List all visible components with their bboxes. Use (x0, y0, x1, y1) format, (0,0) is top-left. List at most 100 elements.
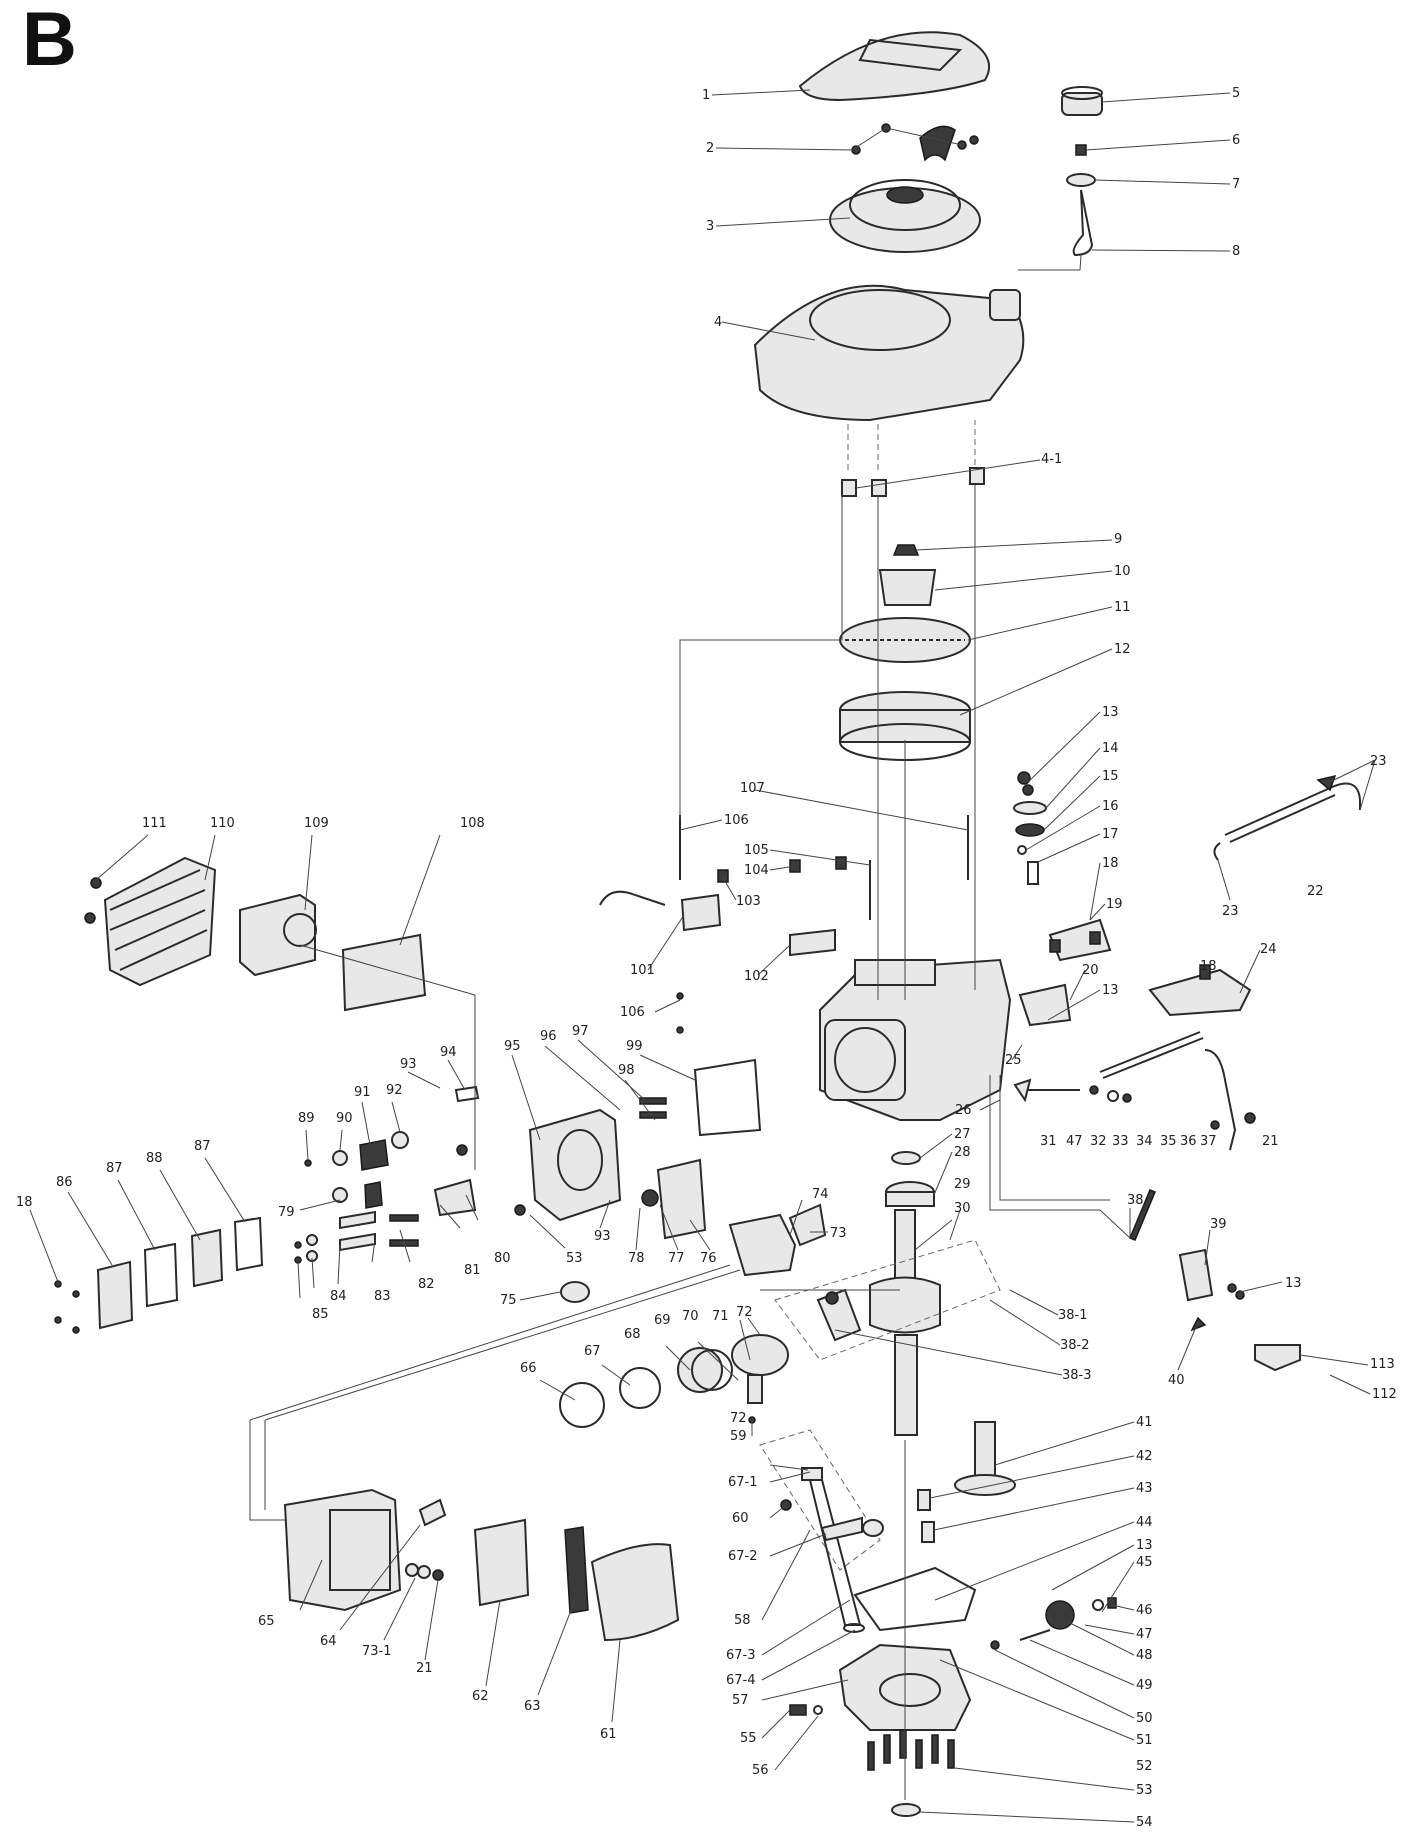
governor-plate-part (1148, 964, 1252, 1017)
tappet-parts (917, 1489, 935, 1543)
label-94: 94 (440, 1045, 457, 1060)
label-4-1: 4-1 (1041, 452, 1062, 467)
label-82: 82 (418, 1277, 435, 1292)
label-7: 7 (1232, 177, 1240, 192)
label-36: 36 (1180, 1134, 1197, 1149)
label-13-c: 13 (1285, 1276, 1302, 1291)
crankshaft-part (869, 1209, 941, 1436)
label-81: 81 (464, 1263, 481, 1278)
label-47-b: 47 (1136, 1627, 1153, 1642)
label-72-a: 72 (736, 1305, 753, 1320)
label-23-b: 23 (1222, 904, 1239, 919)
label-42: 42 (1136, 1449, 1153, 1464)
label-50: 50 (1136, 1711, 1153, 1726)
label-32: 32 (1090, 1134, 1107, 1149)
recoil-starter-part (829, 179, 981, 253)
label-51: 51 (1136, 1733, 1153, 1748)
label-73-1: 73-1 (362, 1644, 392, 1659)
flywheel-stack-parts (839, 544, 971, 761)
label-13-a: 13 (1102, 705, 1119, 720)
fuel-cap-parts (1061, 86, 1103, 257)
label-109: 109 (304, 816, 329, 831)
crankcase-block-part (819, 958, 1012, 1121)
head-gasket-part (693, 1058, 762, 1137)
label-13-b: 13 (1102, 983, 1119, 998)
label-2: 2 (706, 141, 714, 156)
label-21-a: 21 (1262, 1134, 1279, 1149)
fan-shroud-part (753, 254, 1082, 422)
drain-plug-parts (789, 1704, 823, 1716)
label-107: 107 (740, 781, 765, 796)
label-70: 70 (682, 1309, 699, 1324)
label-19: 19 (1106, 897, 1123, 912)
label-57: 57 (732, 1693, 749, 1708)
label-12: 12 (1114, 642, 1131, 657)
label-17: 17 (1102, 827, 1119, 842)
label-30: 30 (954, 1201, 971, 1216)
label-86: 86 (56, 1175, 73, 1190)
label-27: 27 (954, 1127, 971, 1142)
label-64: 64 (320, 1634, 337, 1649)
label-65: 65 (258, 1614, 275, 1629)
label-45: 45 (1136, 1555, 1153, 1570)
label-66: 66 (520, 1361, 537, 1376)
label-18-c: 18 (16, 1195, 33, 1210)
label-67: 67 (584, 1344, 601, 1359)
label-77: 77 (668, 1251, 685, 1266)
label-60: 60 (732, 1511, 749, 1526)
label-97: 97 (572, 1024, 589, 1039)
label-38: 38 (1127, 1193, 1144, 1208)
label-84: 84 (330, 1289, 347, 1304)
label-41: 41 (1136, 1415, 1153, 1430)
label-1: 1 (702, 88, 710, 103)
label-47-a: 47 (1066, 1134, 1083, 1149)
label-9: 9 (1114, 532, 1122, 547)
bearing-parts (885, 1151, 935, 1207)
crankcase-gasket-part (853, 1566, 977, 1632)
label-26: 26 (955, 1103, 972, 1118)
label-80: 80 (494, 1251, 511, 1266)
label-22: 22 (1307, 884, 1324, 899)
label-24: 24 (1260, 942, 1277, 957)
label-87-b: 87 (194, 1139, 211, 1154)
label-75: 75 (500, 1293, 517, 1308)
ignition-coil-parts (599, 869, 836, 957)
label-73: 73 (830, 1226, 847, 1241)
label-38-1: 38-1 (1058, 1308, 1088, 1323)
label-46: 46 (1136, 1603, 1153, 1618)
label-96: 96 (540, 1029, 557, 1044)
label-67-2: 67-2 (728, 1549, 758, 1564)
label-78: 78 (628, 1251, 645, 1266)
label-16: 16 (1102, 799, 1119, 814)
label-61: 61 (600, 1727, 617, 1742)
label-108: 108 (460, 816, 485, 831)
label-95: 95 (504, 1039, 521, 1054)
pin-parts (851, 123, 979, 162)
label-87-a: 87 (106, 1161, 123, 1176)
label-56: 56 (752, 1763, 769, 1778)
label-33: 33 (1112, 1134, 1129, 1149)
panel-letter: B (22, 0, 77, 82)
label-68: 68 (624, 1327, 641, 1342)
label-4: 4 (714, 315, 722, 330)
label-43: 43 (1136, 1481, 1153, 1496)
label-93-a: 93 (400, 1057, 417, 1072)
label-72-b: 72 (730, 1411, 747, 1426)
label-63: 63 (524, 1699, 541, 1714)
label-54: 54 (1136, 1815, 1153, 1830)
label-91: 91 (354, 1085, 371, 1100)
label-110: 110 (210, 816, 235, 831)
label-111: 111 (142, 816, 167, 831)
label-18-b: 18 (1200, 959, 1217, 974)
label-67-4: 67-4 (726, 1673, 756, 1688)
sump-bolt-parts (867, 1729, 955, 1771)
label-101: 101 (630, 963, 655, 978)
label-48: 48 (1136, 1648, 1153, 1663)
cylinder-head-part (528, 1108, 622, 1222)
label-99: 99 (626, 1039, 643, 1054)
governor-linkage-parts (1013, 1031, 1256, 1151)
ignition-small-parts (1013, 771, 1047, 885)
label-13-d: 13 (1136, 1538, 1153, 1553)
